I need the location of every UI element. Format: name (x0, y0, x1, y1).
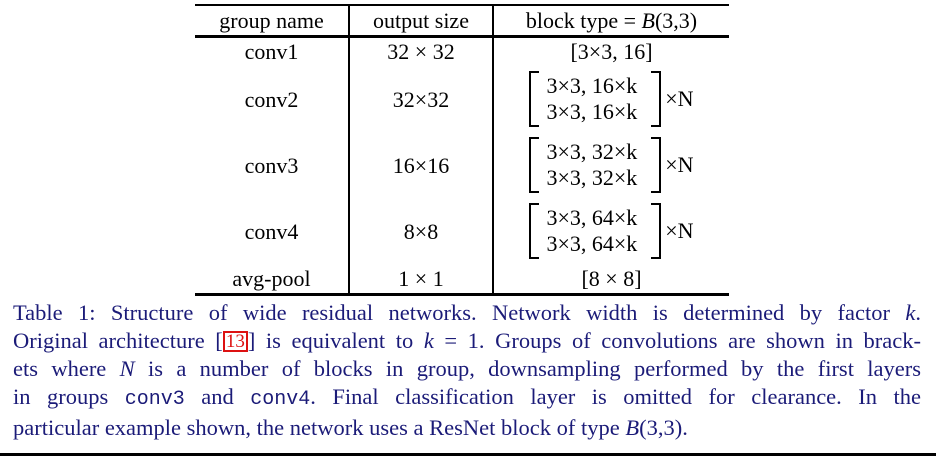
matrix-line: 3×3, 32×k (546, 164, 638, 190)
cell-output-avg-pool: 1 × 1 (348, 264, 493, 295)
matrix-multiplier: ×N (665, 151, 694, 177)
caption-line-2: Original architecture [13] is equivalent… (13, 327, 921, 355)
cell-group-conv4: conv4 (244, 218, 299, 244)
matrix-line: 3×3, 64×k (546, 230, 638, 256)
math-b: B (625, 415, 640, 440)
caption-text: . Final classification layer is omitted … (310, 384, 922, 409)
matrix-bracket-right (651, 136, 662, 193)
caption-text: Table 1: Structure of wide residual netw… (13, 300, 906, 325)
caption-text: . (915, 300, 921, 325)
math-k: k (423, 328, 434, 353)
matrix-multiplier: ×N (665, 85, 694, 111)
math-n: N (119, 356, 135, 381)
cell-group-conv2: conv2 (244, 86, 299, 112)
caption-line-3: ets where N is a number of blocks in gro… (13, 355, 921, 383)
caption-text: Original architecture [ (13, 328, 223, 353)
caption-line-1: Table 1: Structure of wide residual netw… (13, 299, 921, 327)
cell-block-conv1: [3×3, 16] (492, 36, 729, 67)
cell-output-conv2: 32×32 (348, 66, 493, 133)
citation-link-13[interactable]: 13 (222, 331, 248, 352)
matrix-bracket-left (529, 136, 540, 193)
block-type-prefix: block type = (525, 7, 642, 33)
block-type-args: (3,3) (654, 7, 698, 33)
cell-output-conv3: 16×16 (348, 132, 493, 199)
caption-text: (3,3). (639, 415, 688, 440)
column-header-group-name: group name (195, 4, 349, 38)
caption-text: is a number of blocks in group, downsamp… (134, 356, 921, 381)
cell-output-conv1: 32 × 32 (348, 36, 493, 67)
bottom-rule (0, 453, 936, 456)
block-type-b: B (641, 7, 655, 33)
matrix-line: 3×3, 16×k (546, 98, 638, 124)
caption-text: = 1. Groups of convolutions are shown in… (433, 328, 922, 353)
table-header-row: group name output size block type = B(3,… (195, 4, 729, 38)
cell-output-conv4: 8×8 (348, 198, 493, 265)
column-header-output-size: output size (348, 4, 493, 38)
matrix-bracket-right (651, 70, 662, 127)
matrix-line: 3×3, 64×k (546, 204, 638, 230)
structure-table: group name output size block type = B(3,… (195, 4, 729, 296)
caption-text: ] is equivalent to (247, 328, 424, 353)
matrix-bracket-right (651, 202, 662, 259)
caption-text: in groups (13, 384, 125, 409)
table-caption: Table 1: Structure of wide residual netw… (13, 299, 921, 442)
cell-block-avg-pool: [8 × 8] (492, 264, 729, 295)
code-conv3: conv3 (124, 388, 185, 411)
table-row-avg-pool: avg-pool 1 × 1 [8 × 8] (195, 264, 729, 295)
structure-table-wrap: group name output size block type = B(3,… (195, 4, 729, 296)
caption-text: and (184, 384, 251, 409)
caption-line-4: in groups conv3 and conv4. Final classif… (13, 383, 921, 414)
code-conv4: conv4 (250, 388, 311, 411)
column-header-block-type: block type = B(3,3) (492, 4, 729, 38)
cell-group-conv1: conv1 (244, 39, 299, 65)
matrix-line: 3×3, 32×k (546, 138, 638, 164)
cell-group-avg-pool: avg-pool (232, 265, 311, 291)
caption-text: ets where (13, 356, 120, 381)
cell-group-conv3: conv3 (244, 152, 299, 178)
table-row-conv1: conv1 32 × 32 [3×3, 16] (195, 36, 729, 67)
matrix-bracket-left (529, 70, 540, 127)
matrix-multiplier: ×N (665, 217, 694, 243)
math-k: k (905, 300, 916, 325)
matrix-bracket-left (529, 202, 540, 259)
matrix-line: 3×3, 16×k (546, 72, 638, 98)
caption-text: particular example shown, the network us… (13, 415, 626, 440)
caption-line-5: particular example shown, the network us… (13, 414, 921, 442)
